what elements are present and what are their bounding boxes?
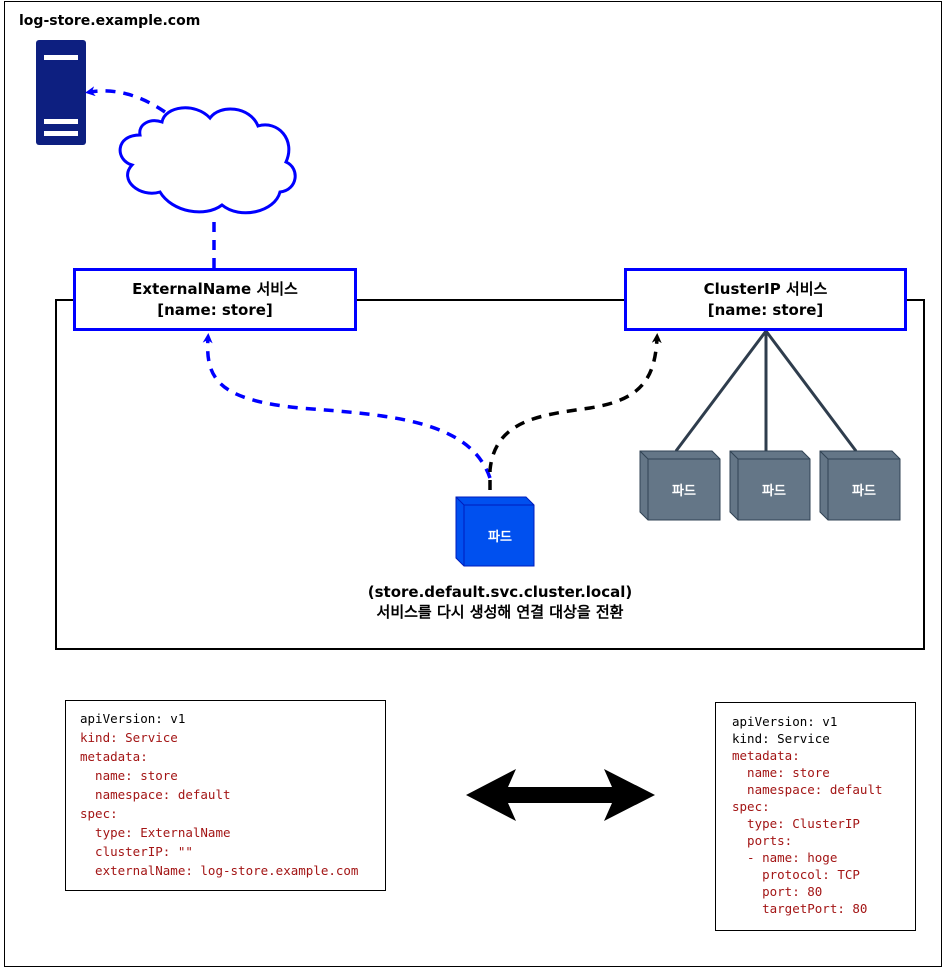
cloud-to-server-arrow [85, 86, 166, 114]
backend-pod-label: 파드 [762, 484, 786, 499]
externalname-yaml-box: apiVersion: v1 kind: Service metadata: nam… [65, 700, 386, 891]
yaml-line: type: ExternalName [80, 825, 231, 840]
server-icon [36, 40, 86, 145]
switch-double-arrow [466, 769, 655, 821]
yaml-line: ports: [732, 833, 793, 848]
host-label: log-store.example.com [19, 13, 201, 29]
yaml-line: spec: [80, 806, 118, 821]
backend-pod-1: 파드 [639, 450, 721, 521]
diagram-frame [4, 1, 942, 967]
clusterip-service-subtitle: [name: store] [707, 300, 824, 319]
yaml-line: namespace: default [732, 782, 883, 797]
backend-pod-2: 파드 [729, 450, 811, 521]
externalname-service-title: ExternalName 서비스 [132, 279, 298, 298]
yaml-line: clusterIP: "" [80, 844, 193, 859]
externalname-service-box: ExternalName 서비스 [name: store] [73, 268, 357, 331]
clusterip-yaml-box: apiVersion: v1 kind: Service metadata: nam… [715, 702, 916, 931]
yaml-line: targetPort: 80 [732, 901, 868, 916]
cloud-icon [118, 106, 297, 215]
clusterip-service-box: ClusterIP 서비스 [name: store] [624, 268, 907, 331]
pod-caption-dns: (store.default.svc.cluster.local) [367, 583, 633, 601]
yaml-line: - name: hoge [732, 850, 838, 865]
yaml-line: externalName: log-store.example.com [80, 863, 359, 878]
yaml-line: kind: Service [732, 731, 830, 746]
yaml-line: protocol: TCP [732, 867, 860, 882]
yaml-line: namespace: default [80, 787, 231, 802]
clusterip-pod-links [674, 330, 858, 452]
pod-to-externalname-arrow [202, 333, 492, 479]
yaml-line: apiVersion: v1 [732, 714, 838, 729]
client-pod-label: 파드 [488, 530, 512, 545]
pod-caption: (store.default.svc.cluster.local) 서비스를 다… [250, 582, 750, 622]
clusterip-service-title: ClusterIP 서비스 [703, 279, 828, 298]
backend-pod-3: 파드 [819, 450, 901, 521]
backend-pod-label: 파드 [852, 484, 876, 499]
yaml-line: name: store [80, 768, 178, 783]
yaml-line: metadata: [732, 748, 800, 763]
yaml-line: type: ClusterIP [732, 816, 860, 831]
yaml-line: apiVersion: v1 [80, 711, 186, 726]
pod-to-clusterip-arrow [488, 333, 662, 490]
yaml-line: port: 80 [732, 884, 823, 899]
yaml-line: spec: [732, 799, 770, 814]
yaml-line: name: store [732, 765, 830, 780]
pod-caption-description: 서비스를 다시 생성해 연결 대상을 전환 [376, 603, 624, 621]
yaml-line: metadata: [80, 749, 148, 764]
client-pod: 파드 [455, 496, 535, 567]
externalname-service-subtitle: [name: store] [157, 300, 273, 319]
backend-pod-label: 파드 [672, 484, 696, 499]
yaml-line: kind: Service [80, 730, 178, 745]
